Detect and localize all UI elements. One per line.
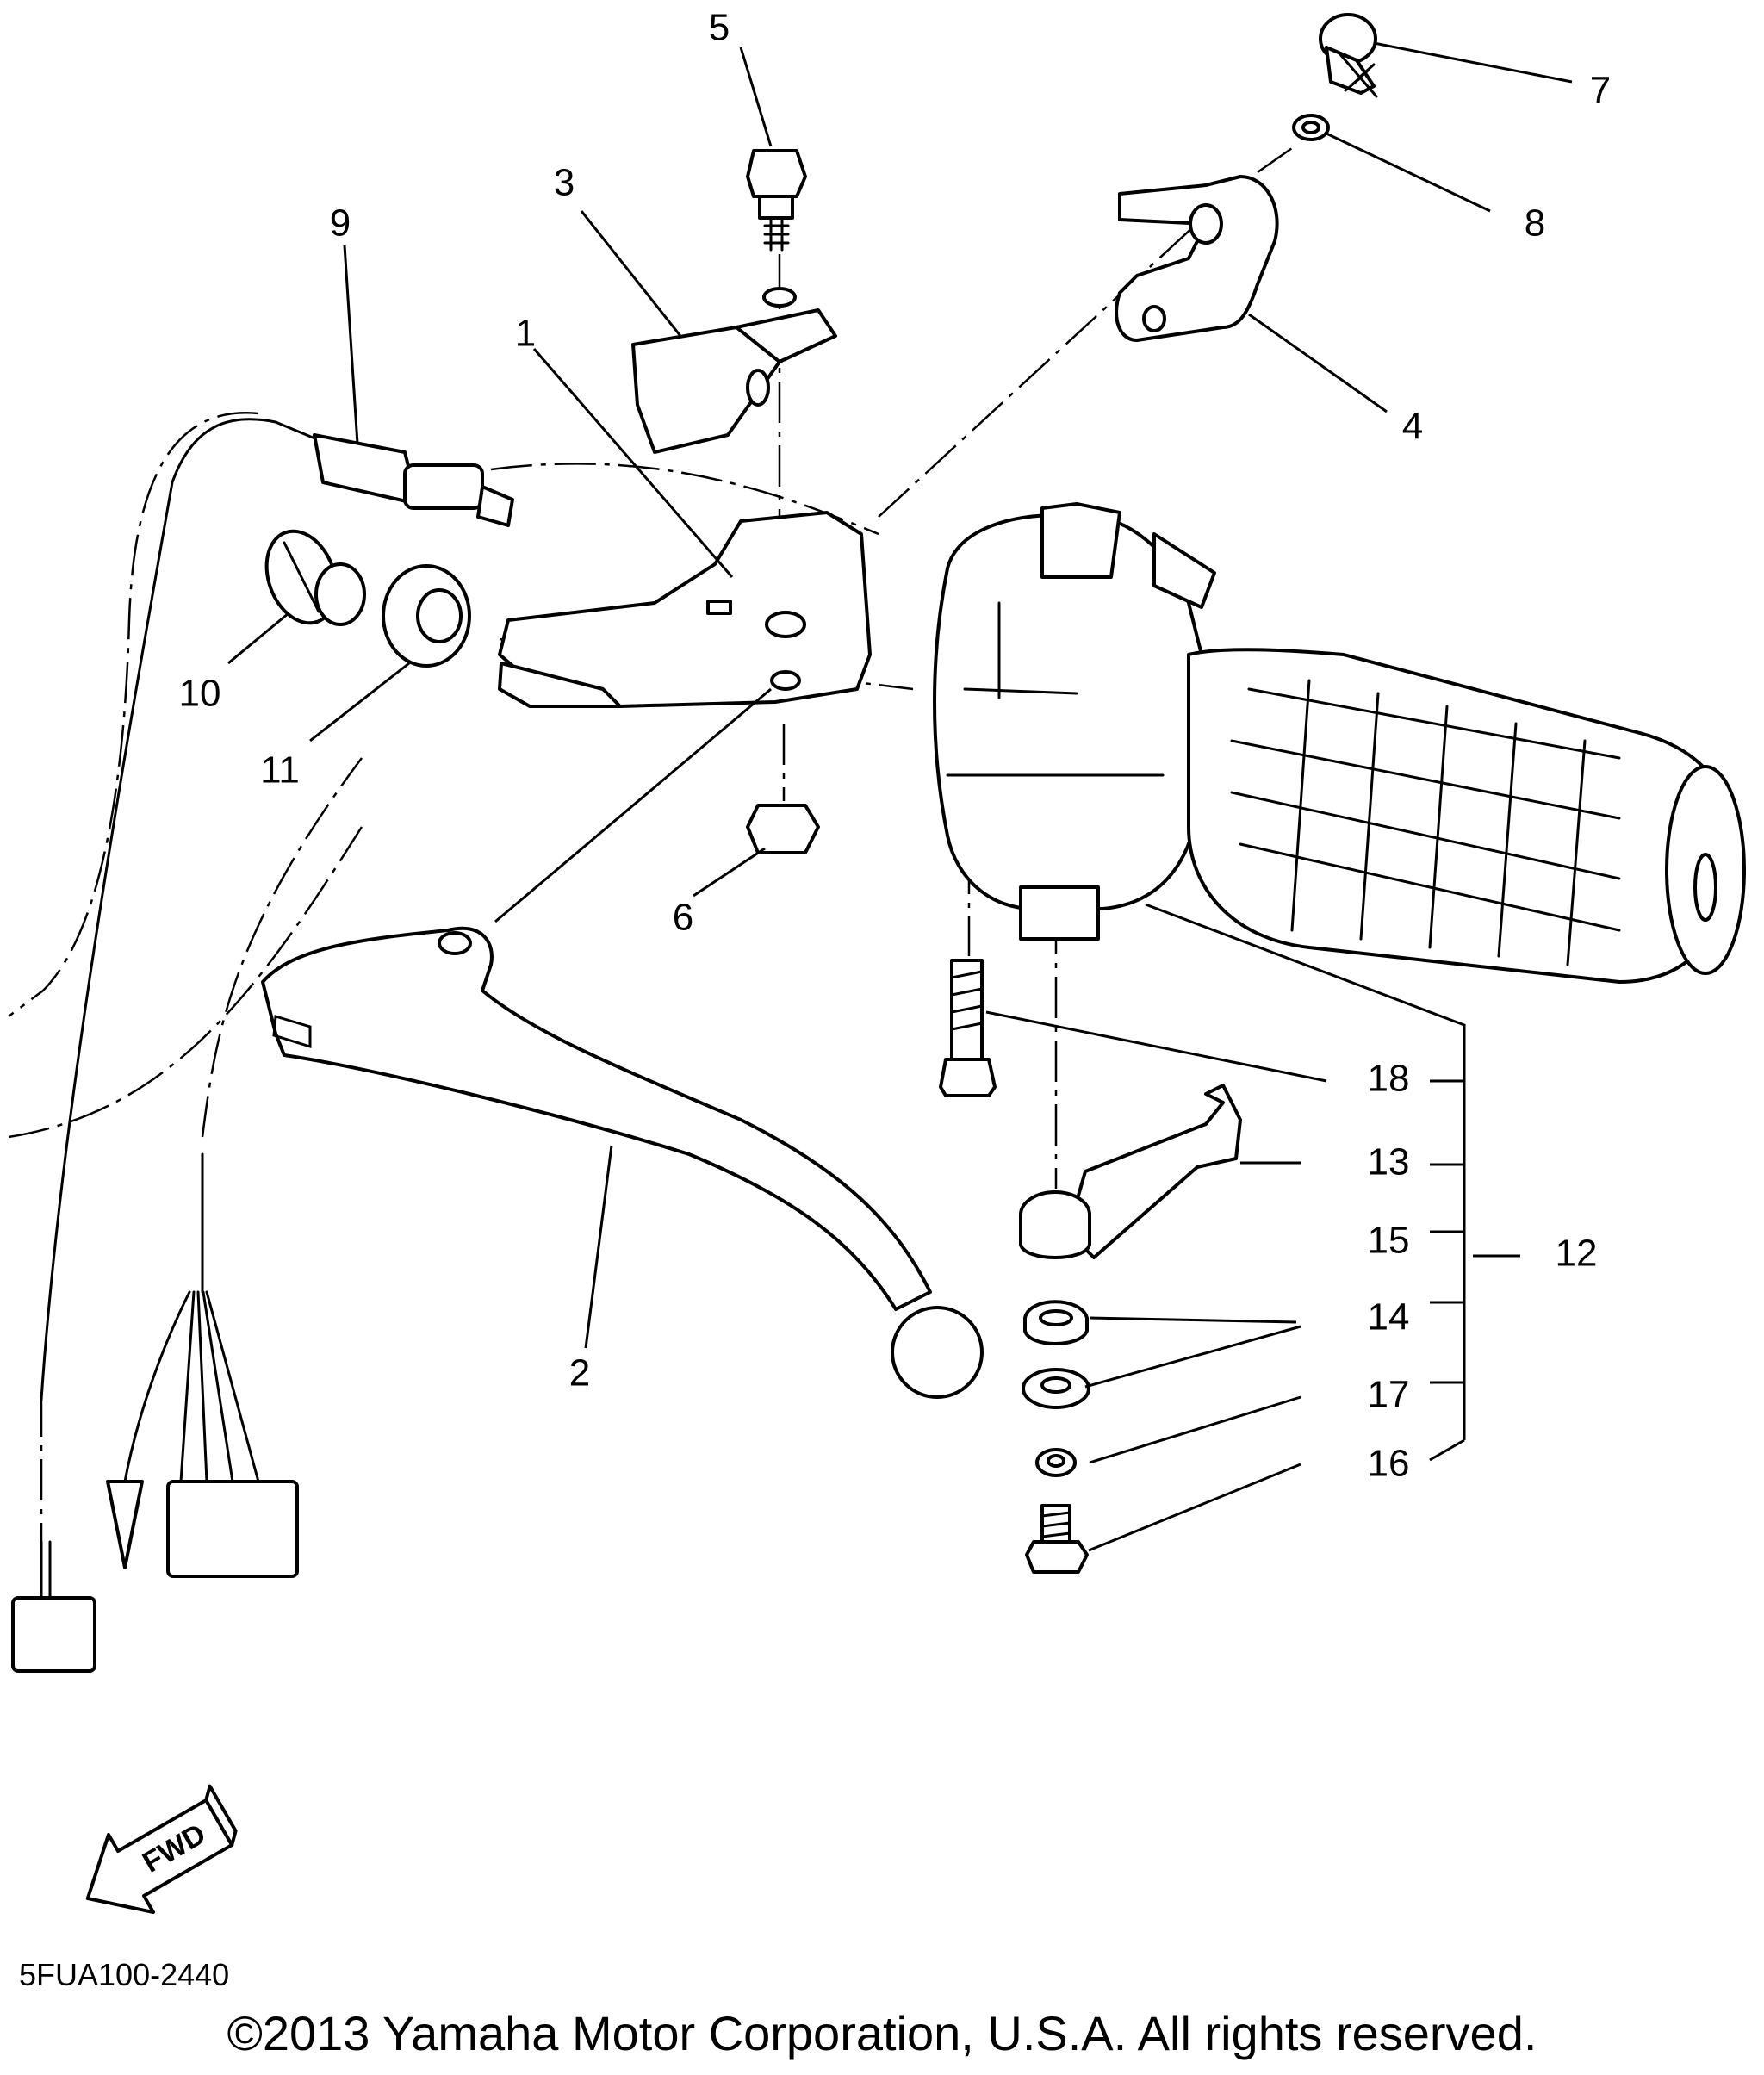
callout-label: 5: [709, 7, 730, 49]
drawing-code: 5FUA100-2440: [19, 1957, 230, 1992]
callout-label: 16: [1368, 1443, 1410, 1485]
callout-label: 9: [330, 202, 351, 245]
callout-label: 6: [673, 897, 693, 939]
callout-label: 14: [1368, 1296, 1410, 1339]
callout-leaders: [227, 41, 1573, 1552]
callout-label: 18: [1368, 1058, 1410, 1100]
hot-start-lever: [1019, 1084, 1242, 1259]
lever-bracket: [498, 511, 872, 708]
callout-label: 13: [1368, 1141, 1410, 1183]
clutch-switch-with-cable: [11, 418, 514, 1673]
lock-nut: [382, 564, 471, 668]
callout-label: 2: [569, 1352, 590, 1395]
clutch-lever: [261, 926, 984, 1399]
callout-label: 10: [179, 673, 221, 715]
callout-label: 7: [1590, 70, 1611, 112]
callout-label: 3: [554, 162, 575, 204]
fwd-direction-arrow: FWD: [85, 1784, 238, 1915]
clamp-screw: [1319, 13, 1378, 98]
callout-label: 1: [515, 313, 536, 355]
flat-washer: [1022, 1368, 1090, 1409]
callout-label: 4: [1402, 406, 1423, 448]
callout-label: 11: [260, 749, 300, 792]
spring-washer: [1035, 1448, 1077, 1477]
callout-label: 12: [1556, 1233, 1598, 1275]
assembly-screw: [939, 959, 997, 1097]
collar: [1023, 1300, 1089, 1345]
callout-label: 15: [1368, 1220, 1410, 1262]
callout-label: 17: [1368, 1374, 1410, 1416]
handlebar-switch-assembly: [933, 502, 1746, 984]
adjuster: [264, 529, 366, 626]
callout-labels: 1 2 3 4 5 6 7 8 9 10 11 12 13 14 15 16 1…: [179, 7, 1612, 1485]
switch-clamp: [1115, 175, 1279, 342]
pivot-bolt: [746, 149, 807, 252]
lever-screw: [1025, 1504, 1089, 1574]
pivot-nut: [746, 804, 820, 854]
callout-label: 8: [1525, 202, 1545, 245]
lever-holder: [631, 287, 837, 454]
copyright-notice: ©2013 Yamaha Motor Corporation, U.S.A. A…: [227, 2006, 1537, 2060]
lock-washer: [1292, 114, 1330, 141]
